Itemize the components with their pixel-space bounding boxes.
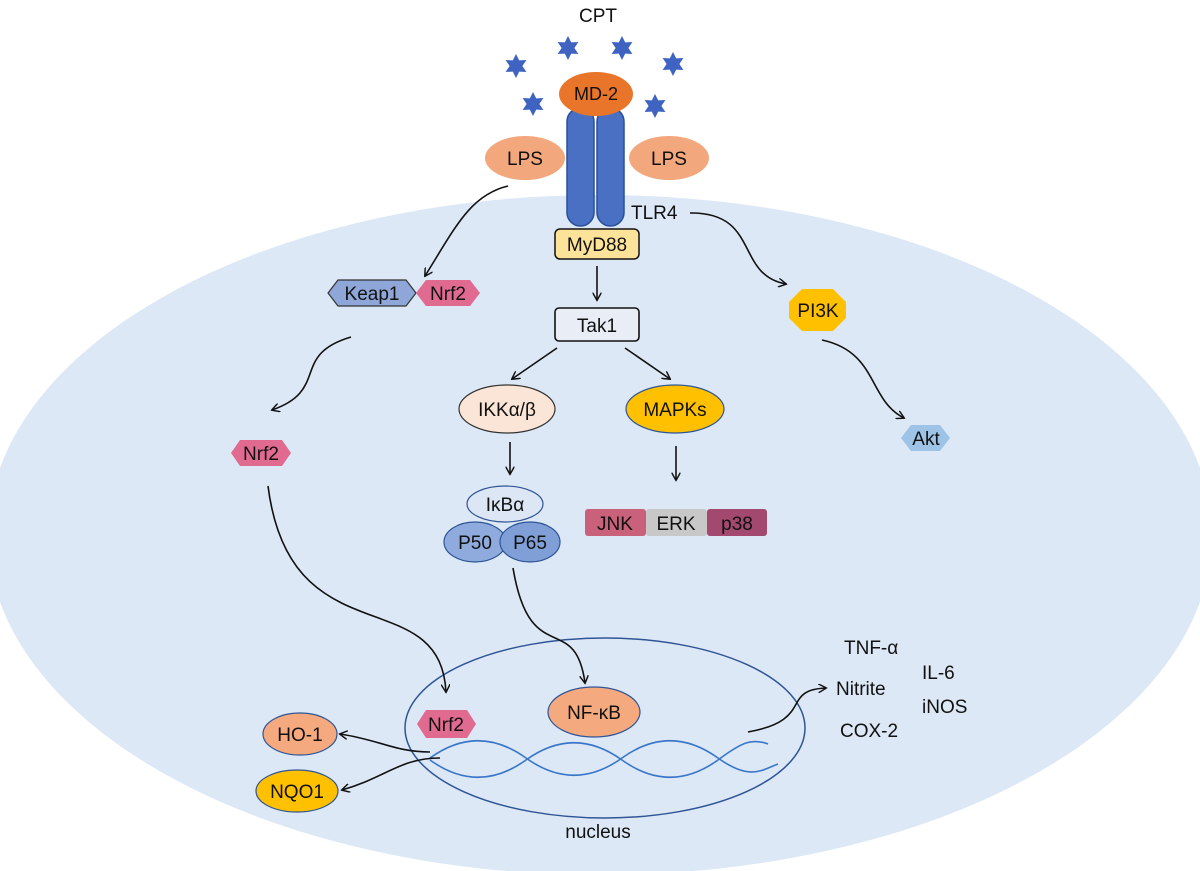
pi3k-node (789, 289, 846, 331)
cpt-star-icon (644, 94, 666, 118)
ikk-node (458, 384, 556, 434)
nrf2-free-node (231, 440, 291, 466)
tlr4-left-chain (566, 107, 595, 227)
md2-node (559, 72, 633, 116)
akt-label: Akt (912, 429, 940, 450)
tak1-node (554, 307, 640, 342)
lps-left-label: LPS (507, 149, 543, 170)
arrow-dna-to-cytokines (747, 688, 826, 733)
nucleus-label: nucleus (565, 822, 631, 843)
cpt-label: CPT (579, 6, 617, 27)
arrow-dna-to-ho1 (340, 734, 431, 753)
arrow-nrf2-to-nucleus (267, 485, 446, 692)
arrow-tak1-to-mapks (624, 347, 670, 379)
jnk-node (585, 509, 646, 536)
nrf2-complex-label: Nrf2 (430, 284, 466, 305)
dna-helix (429, 740, 779, 778)
arrow-lps-to-keap1 (425, 185, 509, 276)
lps-right-label: LPS (651, 149, 687, 170)
nucleus-envelope (404, 637, 806, 819)
akt-node (901, 425, 950, 451)
arrow-tak1-to-ikk (512, 347, 558, 379)
output-nitrite-label: Nitrite (836, 679, 886, 700)
tak1-label: Tak1 (577, 316, 617, 337)
lps-left-node (485, 136, 565, 180)
pathway-arrows (267, 185, 904, 790)
cpt-star-icon (611, 36, 633, 60)
ho1-label: HO-1 (277, 725, 322, 746)
tlr4-right-chain (596, 107, 625, 227)
cpt-star-icon (557, 36, 579, 60)
nfkb-label: NF-κB (567, 703, 621, 724)
jnk-label: JNK (597, 514, 633, 535)
p38-node (707, 509, 767, 536)
cpt-star-icon (522, 92, 544, 116)
erk-label: ERK (656, 514, 695, 535)
pi3k-label: PI3K (797, 301, 839, 322)
ikk-label: IKKα/β (478, 400, 536, 421)
output-cox2-label: COX-2 (840, 721, 898, 742)
ho1-node (262, 712, 338, 756)
p38-label: p38 (721, 514, 753, 535)
arrow-tlr4-to-pi3k (689, 212, 786, 284)
cpt-star-icon (505, 54, 527, 78)
mapks-node (625, 384, 725, 434)
tlr4-receptor (566, 107, 625, 227)
p65-node (499, 521, 561, 563)
nqo1-node (255, 769, 339, 813)
output-il6-label: IL-6 (922, 663, 955, 684)
nqo1-label: NQO1 (270, 782, 324, 803)
ikba-node (466, 485, 544, 523)
output-tnfa-label: TNF-α (844, 638, 898, 659)
myd88-node (554, 228, 640, 260)
mapks-label: MAPKs (643, 400, 706, 421)
nfkb-node (547, 686, 641, 738)
cpt-star-icon (662, 52, 684, 76)
tlr4-label: TLR4 (631, 203, 678, 224)
p65-label: P65 (513, 533, 547, 554)
lps-right-node (629, 136, 709, 180)
keap1-node (327, 279, 417, 307)
keap1-label: Keap1 (345, 284, 400, 305)
nrf2-nucleus-label: Nrf2 (428, 715, 464, 736)
erk-node (646, 509, 707, 536)
ikba-label: IκBα (486, 495, 524, 516)
arrow-keap1-to-nrf2 (272, 336, 352, 410)
md2-label: MD-2 (574, 84, 618, 104)
arrow-p65-to-nfkb (512, 567, 585, 683)
nrf2-free-label: Nrf2 (243, 444, 279, 465)
arrow-pi3k-to-akt (821, 339, 904, 418)
nrf2-nucleus-node (417, 710, 476, 738)
nrf2-complex-node (416, 280, 480, 306)
p50-label: P50 (458, 533, 492, 554)
myd88-label: MyD88 (567, 235, 627, 256)
output-inos-label: iNOS (922, 697, 967, 718)
arrow-dna-to-nqo1 (342, 757, 441, 790)
